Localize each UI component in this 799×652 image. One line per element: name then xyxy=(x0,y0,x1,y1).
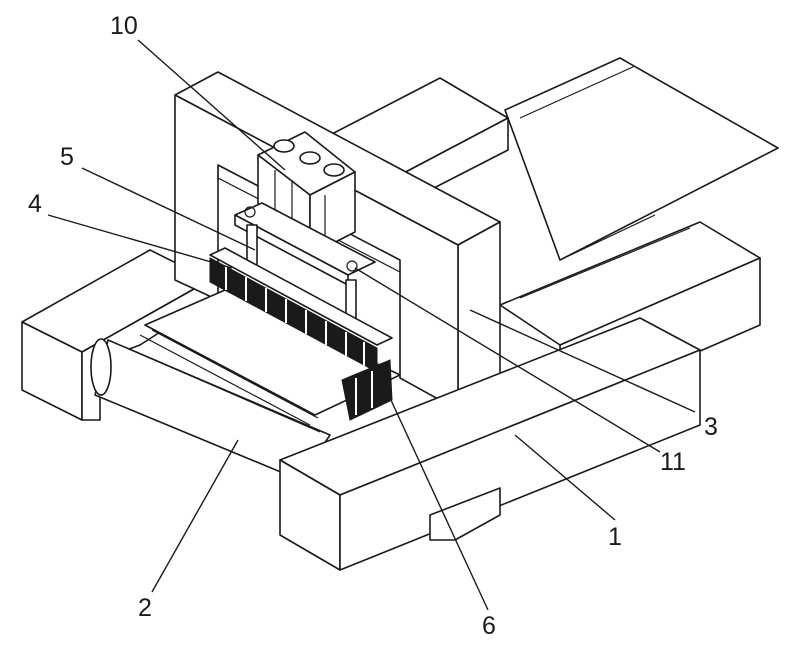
callout-10: 10 xyxy=(110,12,138,40)
callout-4: 4 xyxy=(28,190,42,218)
callout-5: 5 xyxy=(60,143,74,171)
leader-lines xyxy=(47,39,696,611)
work-table xyxy=(139,289,401,426)
mounting-plate xyxy=(234,202,376,321)
cutter-blade xyxy=(209,247,393,373)
roller xyxy=(90,338,331,481)
front-cross-bar xyxy=(279,317,701,571)
callout-11: 11 xyxy=(660,448,686,476)
callout-6: 6 xyxy=(482,612,496,640)
callout-2: 2 xyxy=(138,594,152,622)
lower-cutter xyxy=(341,359,393,421)
callout-1: 1 xyxy=(608,523,622,551)
callout-3: 3 xyxy=(704,413,718,441)
rear-conveyor-belt xyxy=(504,57,779,261)
